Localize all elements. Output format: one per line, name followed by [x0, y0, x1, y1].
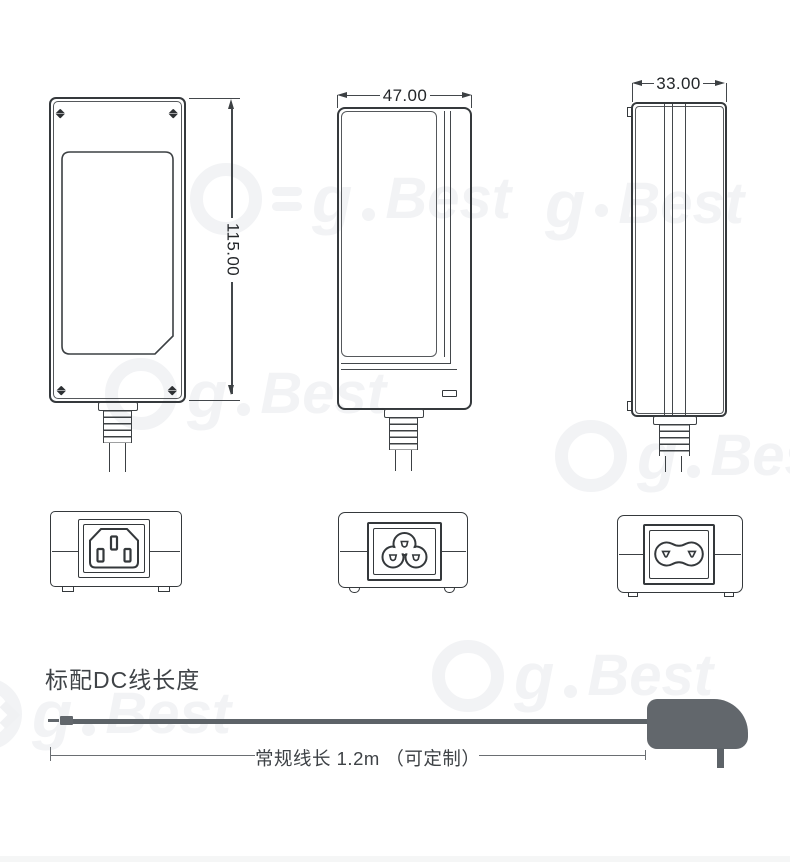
adapter-output-cable: [717, 748, 724, 768]
dimension-line: [703, 82, 715, 84]
housing-seam-line: [52, 551, 78, 553]
inlet-housing: [617, 515, 743, 593]
extension-line: [336, 95, 338, 108]
inlet-plate: [643, 524, 715, 585]
dimension-line: [642, 82, 654, 84]
dimension-arrow-down: [228, 385, 235, 395]
dc-plug-barrel: [60, 715, 73, 725]
extension-line: [189, 400, 240, 402]
iec-c14-socket-icon: [89, 528, 139, 569]
watermark-g: g: [514, 638, 555, 713]
dc-plug-tip: [48, 719, 59, 722]
inlet-housing: [338, 512, 468, 588]
extension-line: [644, 750, 646, 760]
cable-lines: [395, 450, 412, 471]
height-dimension-label: 115.00: [223, 222, 243, 277]
strain-relief-ribs: [103, 410, 132, 443]
line-pin-slot: [96, 547, 105, 563]
extension-line: [470, 95, 472, 108]
inlet-plate-inner: [373, 528, 436, 575]
watermark-dot-icon: [564, 685, 578, 698]
housing-foot: [628, 592, 638, 597]
dimension-line: [50, 754, 255, 756]
watermark-dot-icon: [687, 465, 701, 478]
cable-lines: [665, 456, 682, 472]
housing-foot: [158, 586, 170, 592]
adapter-side-inner-line: [341, 111, 437, 357]
watermark-dot-icon: [237, 403, 251, 416]
page-bottom-band: [0, 856, 790, 862]
inlet-plate: [78, 519, 150, 578]
watermark-dot-icon: [82, 723, 96, 736]
earth-pin-slot: [109, 535, 119, 551]
extension-line: [631, 83, 633, 102]
label-area-outline: [61, 151, 174, 355]
iec-c8-socket-icon: [654, 541, 704, 567]
dimension-line: [430, 94, 462, 96]
depth-dimension-label: 33.00: [656, 74, 701, 93]
side-tab: [627, 401, 632, 411]
iec-c6-socket-icon: [381, 532, 428, 569]
housing-foot: [62, 586, 74, 592]
case-seam-line: [450, 111, 452, 363]
housing-seam-line: [340, 551, 367, 553]
housing-seam-line: [442, 551, 466, 553]
case-seam-line: [443, 111, 445, 357]
watermark-g: g: [545, 167, 586, 241]
dimension-arrow-right: [715, 79, 725, 86]
center-seam-line: [663, 104, 665, 415]
extension-line: [189, 98, 240, 100]
watermark-g: g: [187, 356, 228, 431]
adapter-front-inner-line: [53, 101, 182, 399]
housing-foot: [724, 592, 734, 597]
dimension-line: [479, 754, 645, 756]
case-seam-line: [341, 363, 451, 365]
strain-relief-ribs: [659, 424, 690, 456]
center-seam-line: [684, 104, 686, 415]
housing-seam-line: [619, 554, 643, 556]
extension-line: [49, 747, 51, 761]
dimension-line: [347, 94, 380, 96]
watermark-ring-icon: [555, 420, 627, 492]
watermark-bars-icon: [272, 181, 302, 217]
housing-foot: [349, 587, 360, 593]
inlet-plate-inner: [83, 524, 145, 573]
dimension-line: [231, 282, 233, 394]
watermark-ring-icon: [432, 640, 504, 712]
inlet-plate-inner: [649, 530, 709, 579]
watermark-g: g: [32, 676, 73, 751]
inlet-plate: [367, 522, 442, 581]
adapter-silhouette: [647, 699, 748, 749]
dimension-arrow-left: [337, 91, 347, 98]
dimension-arrow-right: [462, 91, 472, 98]
neutral-pin-slot: [123, 547, 132, 563]
side-tab: [627, 107, 632, 117]
watermark-best: Best: [710, 422, 790, 488]
dimension-arrow-up: [228, 99, 235, 109]
section-heading: 标配DC线长度: [45, 667, 201, 693]
extension-line: [725, 83, 727, 102]
width-dimension-label: 47.00: [382, 86, 428, 105]
housing-seam-line: [715, 554, 741, 556]
cable-length-label: 常规线长 1.2m （可定制）: [255, 748, 481, 769]
watermark-best: Best: [105, 680, 232, 746]
cable-lines: [109, 443, 126, 472]
housing-seam-line: [150, 551, 180, 553]
led-window: [442, 390, 457, 397]
dimension-arrow-left: [632, 79, 642, 86]
dc-cable-line: [73, 718, 647, 724]
watermark-dot-icon: [595, 203, 609, 217]
watermark-chevron-icon: [0, 700, 21, 730]
inlet-housing: [50, 511, 182, 587]
adapter-edge-inner-line: [634, 105, 724, 414]
housing-foot: [444, 587, 455, 593]
case-seam-line: [341, 369, 457, 371]
center-seam-line: [671, 104, 673, 415]
strain-relief-ribs: [389, 417, 418, 450]
dimension-line: [231, 108, 233, 218]
watermark-best: Best: [587, 642, 714, 708]
